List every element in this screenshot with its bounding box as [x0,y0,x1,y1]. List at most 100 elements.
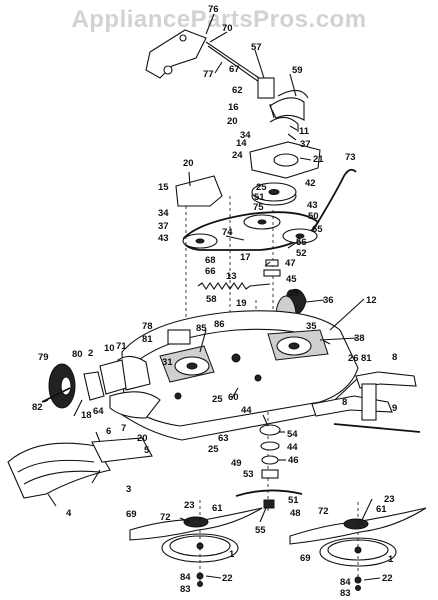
callout-82: 82 [32,402,43,413]
callout-45: 45 [286,274,297,285]
callout-39: 39 [288,288,299,299]
watermark: AppliancePartsPros.com [71,6,366,33]
bracket-assembly [145,29,309,132]
spindle-hub [288,342,300,350]
spindle-hub [186,362,198,370]
chute-deflector-4 [7,442,111,499]
blade-hub-72 [343,518,369,530]
callout-42: 42 [305,178,316,189]
callout-14: 14 [236,138,247,149]
callout-81-left: 81 [142,334,153,345]
callout-36: 36 [323,295,334,306]
callout-44-lower: 44 [287,442,298,453]
callout-38: 38 [354,333,365,344]
callout-71: 71 [116,341,127,352]
callout-31: 31 [162,357,173,368]
leader-lines [43,13,381,581]
callout-37-upper: 37 [300,139,311,150]
callout-20-upper: 20 [227,116,238,127]
callout-4: 4 [66,508,72,519]
callout-1-right: 1 [388,554,394,565]
callout-61-right: 61 [376,504,387,515]
callout-22-left: 22 [222,573,233,584]
callout-26: 26 [348,353,359,364]
spindle-housing-54 [259,424,281,436]
callout-55: 55 [255,525,266,536]
mounting-bracket [145,29,207,79]
callout-48: 48 [290,508,301,519]
callout-23-right: 23 [384,494,395,505]
callout-10: 10 [104,343,115,354]
callout-76: 76 [208,4,219,15]
drive-belt [182,211,320,251]
callout-84-left: 84 [180,572,191,583]
callout-72-left: 72 [160,512,171,523]
callout-25-upper: 25 [256,182,267,193]
callout-83-right: 83 [340,588,351,599]
pulley-hub [295,233,305,239]
callout-61-left: 61 [212,503,223,514]
callout-22-right: 22 [382,573,393,584]
callout-69-left: 69 [126,509,137,520]
callout-52: 52 [296,248,307,259]
hanger-9 [361,383,377,421]
callout-49: 49 [231,458,242,469]
control-rod [207,45,263,85]
callout-53: 53 [243,469,254,480]
bracket-hub [273,153,299,167]
callout-15: 15 [158,182,169,193]
callout-46: 46 [288,455,299,466]
callout-64: 64 [93,406,104,417]
callout-3: 3 [126,484,131,495]
spacer-45 [263,269,281,277]
callout-67: 67 [229,64,240,75]
callout-57: 57 [251,42,262,53]
callout-77: 77 [203,69,214,80]
center-spindle [235,412,303,512]
callout-20-lower: 20 [137,433,148,444]
callout-37-mid: 37 [158,221,169,232]
callout-68: 68 [205,255,216,266]
callout-65: 65 [312,224,323,235]
callout-25-mid: 25 [212,394,223,405]
bracket-78 [167,329,191,345]
blade-nut [263,499,275,509]
callout-1-left: 1 [229,549,235,560]
callout-80: 80 [72,349,83,360]
lift-link [269,97,305,121]
callout-labels: 76 70 57 77 67 59 62 16 20 11 34 37 14 2… [32,4,397,599]
hanger-rod [333,423,421,433]
pulley-hub [195,238,205,244]
callout-19: 19 [236,298,247,309]
callout-83-left: 83 [180,584,191,595]
callout-44-upper: 44 [241,405,252,416]
callout-35: 35 [306,321,317,332]
washer-47 [265,259,279,267]
callout-5: 5 [144,445,150,456]
callout-54: 54 [287,429,298,440]
callout-20-mid: 20 [183,158,194,169]
blade-adapter [235,489,303,497]
callout-58: 58 [206,294,217,305]
bolt-83 [197,581,203,587]
wheel-mount-plate [99,359,127,395]
left-blade-assembly [129,500,263,587]
bolt-84 [196,572,204,580]
callout-43-right: 43 [307,200,318,211]
callout-18: 18 [81,410,92,421]
callout-84-right: 84 [340,577,351,588]
callout-2: 2 [88,348,93,359]
callout-86: 86 [214,319,225,330]
shaft-53 [261,469,279,479]
callout-69-right: 69 [300,553,311,564]
callout-12: 12 [366,295,377,306]
callout-50: 50 [308,211,319,222]
discharge-deflector [109,391,161,419]
bearing-44 [260,441,280,451]
bolt-83 [355,585,361,591]
pulley-hub [257,219,267,225]
callout-74: 74 [222,227,233,238]
callout-16: 16 [228,102,239,113]
wheel-bracket [83,371,105,401]
